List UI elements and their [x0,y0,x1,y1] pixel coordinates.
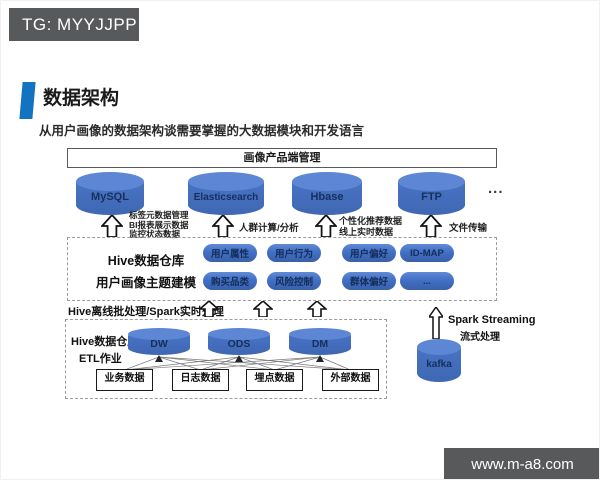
db-cylinder-elasticsearch: Elasticsearch [188,172,264,215]
annotation-line: 监控状态数据 [129,229,181,239]
up-arrow-icon [420,215,442,237]
source-box-external: 外部数据 [322,369,379,391]
tag-pill-id-map: ID-MAP [400,244,454,262]
db-cylinder-hbase: Hbase [292,172,362,215]
tag-pill-user-behavior: 用户行为 [267,244,321,262]
streaming-label-line2: 流式处理 [460,332,500,343]
tag-pill-ellipsis: ... [400,272,454,290]
warehouse-cylinder-ods: ODS [208,328,270,355]
modeling-label-line2: 用户画像主题建模 [95,276,196,290]
db-cylinder-ftp: FTP [398,172,465,215]
annotation-line: 个性化推荐数据 [339,216,403,226]
up-arrow-icon [212,215,234,237]
processing-label: Hive离线批处理/Spark实时处理 [68,306,224,318]
etl-dashed-box [65,319,387,399]
source-box-log: 日志数据 [172,369,229,391]
tag-pill-risk-control: 风险控制 [267,272,321,290]
modeling-label: Hive数据仓库 用户画像主题建模 [85,250,207,291]
etl-label-line1: Hive数据仓库 [71,336,139,348]
queue-label-kafka: kafka [426,358,452,370]
up-arrow-icon [199,301,219,317]
tag-pill-group-preference: 群体偏好 [342,272,396,290]
db-label-hbase: Hbase [310,191,344,203]
db-cylinder-mysql: MySQL [76,172,144,215]
source-box-tracking: 埋点数据 [246,369,303,391]
up-arrow-icon [307,301,327,317]
tag-pill-purchase-category: 购买品类 [203,272,257,290]
annotation-mysql: 标签元数据管理 BI报表展示数据 监控状态数据 [129,210,189,240]
annotation-elasticsearch: 人群计算/分析 [239,223,299,234]
page-subtitle: 从用户画像的数据架构谈需要掌握的大数据模块和开发语言 [39,124,365,138]
up-arrow-icon [253,301,273,317]
product-management-box: 画像产品端管理 [67,148,497,168]
page-title: 数据架构 [43,88,120,109]
up-arrow-icon [101,215,123,237]
site-watermark: www.m-a8.com [444,448,599,479]
warehouse-label-ods: ODS [227,338,251,350]
annotation-line: 人群计算/分析 [239,223,299,234]
annotation-line: BI报表展示数据 [129,219,189,230]
annotation-hbase: 个性化推荐数据 线上实时数据 [339,216,402,237]
annotation-line: 标签元数据管理 [129,210,189,220]
up-arrow-icon-streaming [429,307,443,339]
annotation-line: 文件传输 [449,223,488,234]
db-label-mysql: MySQL [91,191,129,203]
up-arrow-icon [315,215,337,237]
etl-label-line2: ETL作业 [79,353,122,365]
title-accent-bar [19,82,36,119]
modeling-label-line1: Hive数据仓库 [107,254,185,268]
warehouse-label-dw: DW [150,338,168,350]
warehouse-cylinder-dm: DM [289,328,351,355]
db-label-ftp: FTP [421,191,442,203]
tag-pill-user-attributes: 用户属性 [203,244,257,262]
annotation-line: 线上实时数据 [339,226,394,237]
tg-badge: TG: MYYJJPP [9,8,139,41]
annotation-ftp: 文件传输 [449,223,487,234]
warehouse-cylinder-dw: DW [128,328,190,355]
warehouse-label-dm: DM [311,338,329,350]
modeling-dashed-box [67,237,497,301]
queue-cylinder-kafka: kafka [417,339,461,382]
databases-ellipsis: ... [488,180,504,197]
db-label-elasticsearch: Elasticsearch [193,191,259,203]
source-box-business: 业务数据 [96,369,153,391]
streaming-label-line1: Spark Streaming [448,314,536,326]
tag-pill-user-preference: 用户偏好 [342,244,396,262]
